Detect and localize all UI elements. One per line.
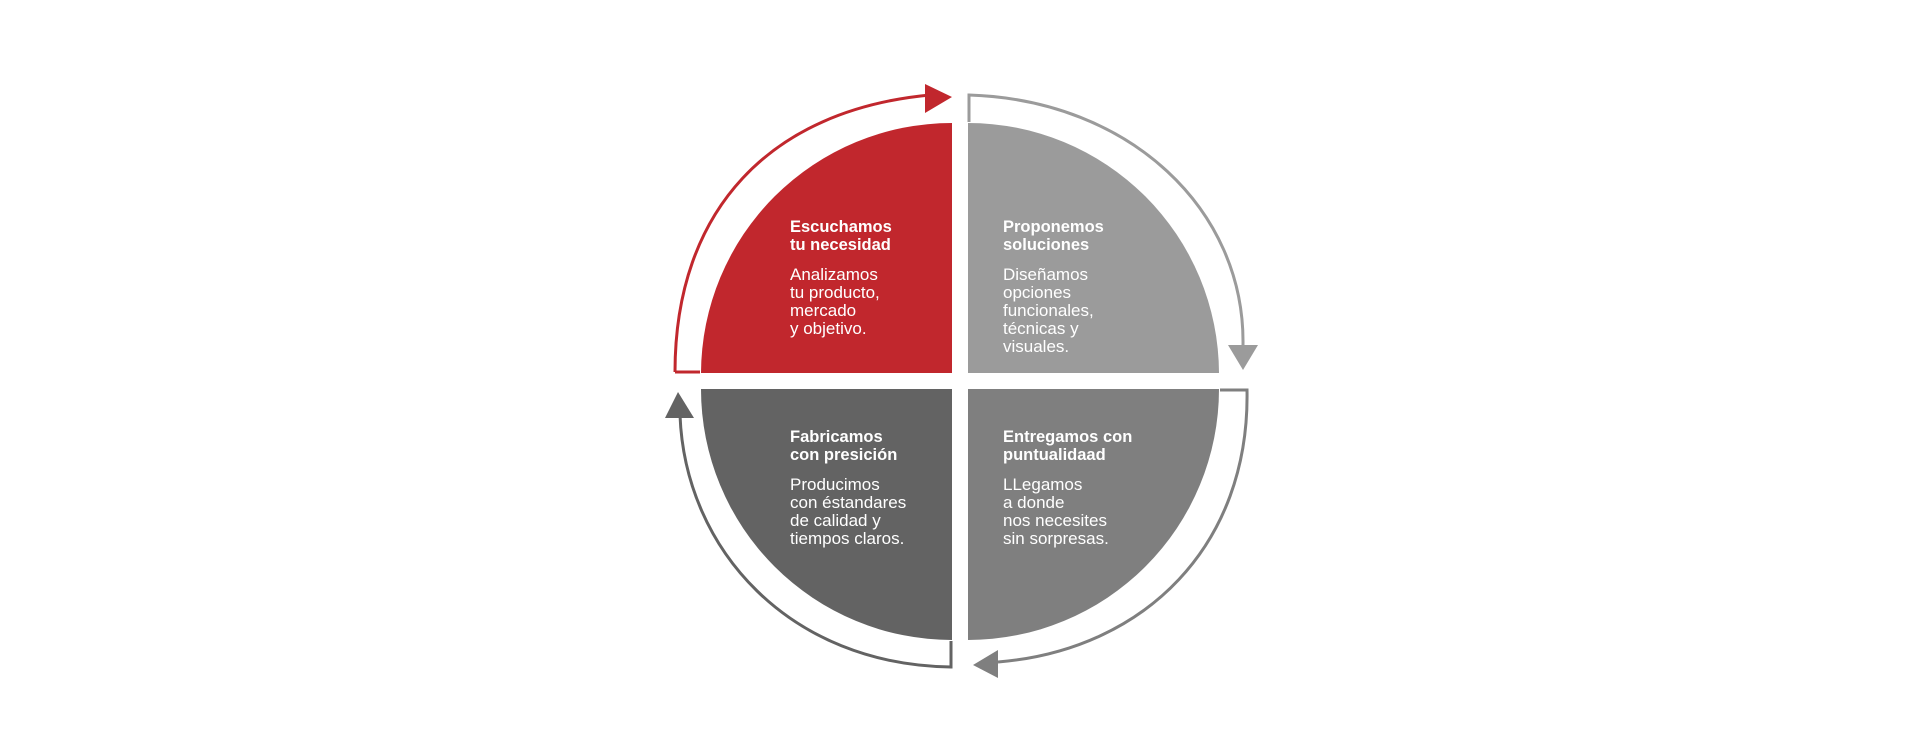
quadrant-deliver-text: Entregamos con puntualidaad LLegamos a d…	[1003, 428, 1132, 548]
quadrant-propose	[968, 123, 1219, 373]
arrow-band-deliver	[997, 388, 1249, 664]
quadrant-listen-body: Analizamos tu producto, mercado y objeti…	[790, 265, 880, 338]
quadrant-deliver	[968, 389, 1219, 640]
arrow-band-propose	[967, 93, 1245, 346]
quadrant-listen	[701, 123, 952, 373]
quadrant-deliver-body: LLegamos a donde nos necesites sin sorpr…	[1003, 475, 1109, 548]
quadrant-make	[701, 389, 952, 640]
arrow-head-deliver	[973, 650, 998, 678]
quadrant-propose-text: Proponemos soluciones Diseñamos opciones…	[1003, 218, 1104, 356]
quadrant-deliver-title: Entregamos con puntualidaad	[1003, 428, 1133, 464]
arrow-band-make	[678, 414, 953, 669]
quadrant-propose-title: Proponemos soluciones	[1003, 218, 1104, 254]
arrow-band-listen	[673, 93, 931, 374]
quadrant-listen-text: Escuchamos tu necesidad Analizamos tu pr…	[790, 218, 892, 338]
quadrant-make-text: Fabricamos con presición Producimos con …	[790, 428, 906, 548]
arrow-head-make	[665, 392, 694, 418]
quadrant-listen-title: Escuchamos tu necesidad	[790, 218, 892, 254]
quadrant-propose-body: Diseñamos opciones funcionales, técnicas…	[1003, 265, 1094, 356]
quadrant-make-title: Fabricamos con presición	[790, 428, 898, 464]
quadrant-make-body: Producimos con éstandares de calidad y t…	[790, 475, 907, 548]
arrow-head-listen	[925, 84, 952, 113]
arrow-head-propose	[1228, 345, 1258, 370]
